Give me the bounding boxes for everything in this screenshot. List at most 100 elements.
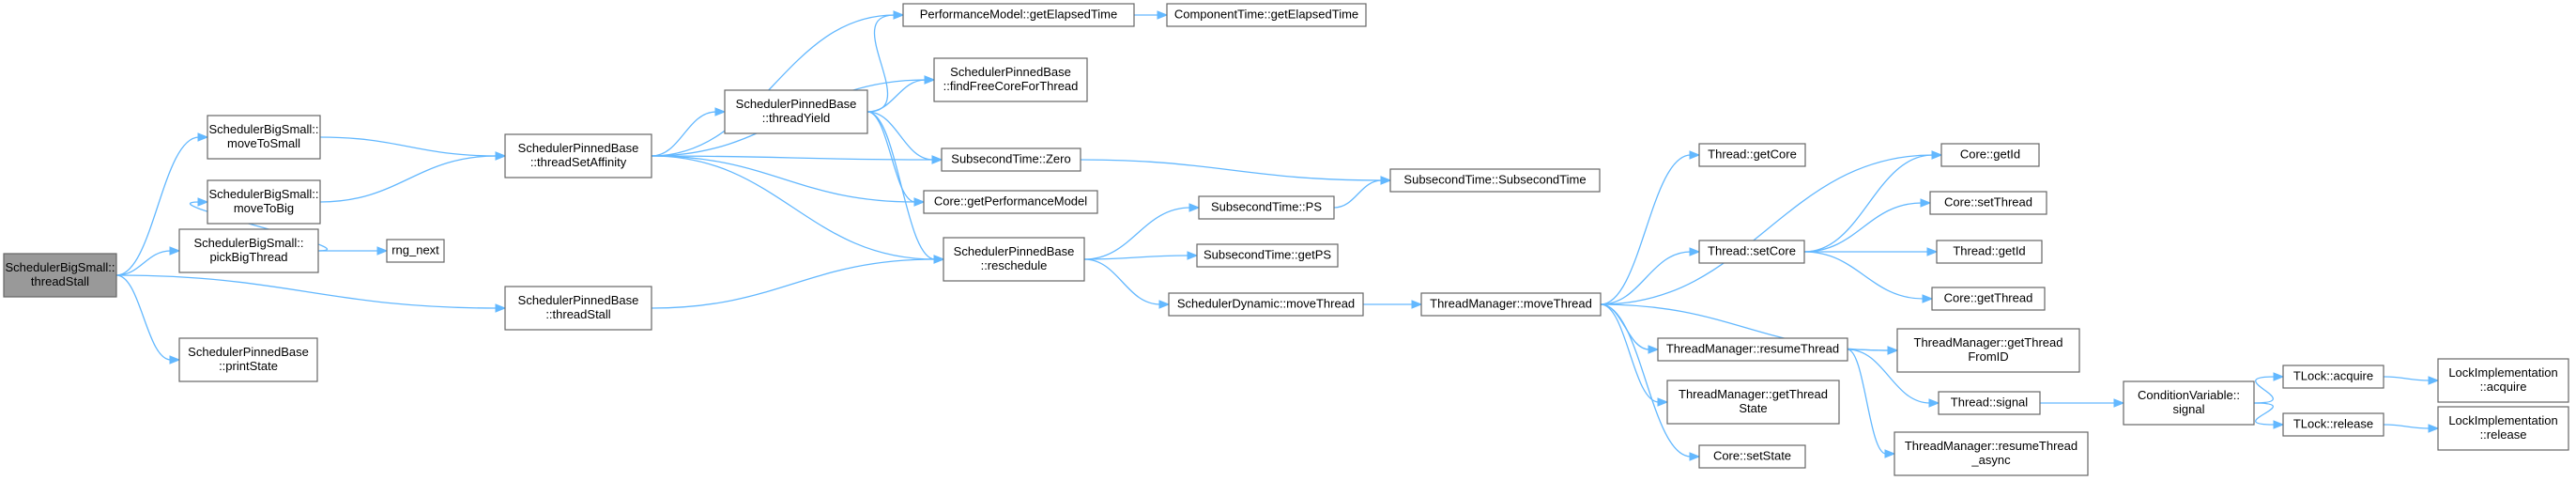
edge-arrowhead (1689, 247, 1701, 256)
node-ps[interactable]: SubsecondTime::PS (1198, 195, 1335, 220)
node-tmMoveThread[interactable]: ThreadManager::moveThread (1420, 292, 1602, 317)
node-getElapsedTime[interactable]: PerformanceModel::getElapsedTime (902, 3, 1135, 27)
node-findFreeCore[interactable]: SchedulerPinnedBase::findFreeCoreForThre… (933, 57, 1088, 102)
edge-resumeThread-to-resumeAsync (1847, 349, 1887, 455)
edge-arrowhead (495, 151, 507, 161)
node-zero[interactable]: SubsecondTime::Zero (941, 147, 1081, 172)
node-threadYield[interactable]: SchedulerPinnedBase::threadYield (724, 89, 868, 134)
node-getPerfModel[interactable]: Core::getPerformanceModel (923, 190, 1098, 214)
edge-root-to-moveToSmall (115, 136, 200, 276)
node-subsecondTime[interactable]: SubsecondTime::SubsecondTime (1389, 168, 1601, 193)
node-dynMoveThread[interactable]: SchedulerDynamic::moveThread (1168, 292, 1364, 317)
node-coreSetThread[interactable]: Core::setThread (1929, 191, 2047, 215)
node-root[interactable]: SchedulerBigSmall::threadStall (3, 253, 117, 298)
node-box (2123, 380, 2255, 426)
node-threadSetAffinity[interactable]: SchedulerPinnedBase::threadSetAffinity (504, 133, 652, 178)
edge-tmMoveThread-to-threadGetCore (1600, 154, 1692, 305)
node-label: ThreadManager::getThread (1914, 335, 2063, 349)
edge-arrowhead (931, 155, 943, 164)
edge-arrowhead (1884, 449, 1896, 458)
node-threadStallPB[interactable]: SchedulerPinnedBase::threadStall (504, 286, 652, 331)
node-box (1698, 143, 1806, 167)
node-box (1698, 240, 1805, 264)
edge-arrowhead (714, 107, 727, 116)
edge-zero-to-subsecondTime (1080, 159, 1383, 181)
node-label: PerformanceModel::getElapsedTime (920, 8, 1118, 22)
edge-arrowhead (197, 197, 209, 207)
node-box (178, 228, 319, 273)
node-rng_next[interactable]: rng_next (386, 239, 445, 263)
node-tlockAcquire[interactable]: TLock::acquire (2282, 365, 2384, 389)
edge-tmMoveThread-to-threadSetCore (1600, 251, 1692, 305)
node-label: moveToSmall (227, 136, 300, 150)
node-label: SchedulerBigSmall:: (5, 260, 115, 274)
node-threadSignal[interactable]: Thread::signal (1938, 391, 2041, 415)
node-moveToBig[interactable]: SchedulerBigSmall::moveToBig (207, 179, 321, 225)
node-coreGetId[interactable]: Core::getId (1940, 143, 2040, 167)
node-box (941, 147, 1081, 172)
node-compElapsed[interactable]: ComponentTime::getElapsedTime (1166, 3, 1367, 27)
edge-arrowhead (1158, 300, 1171, 309)
node-getPS[interactable]: SubsecondTime::getPS (1196, 243, 1339, 268)
node-label: SubsecondTime::PS (1211, 200, 1322, 214)
node-label: Thread::getCore (1708, 147, 1797, 162)
edge-threadSetAffinity-to-reschedule (651, 155, 936, 260)
edge-threadSetAffinity-to-getElapsedTime (651, 14, 896, 157)
node-label: SchedulerBigSmall:: (208, 122, 318, 136)
node-label: SubsecondTime::SubsecondTime (1403, 173, 1586, 187)
edge-tlockRelease-to-lockRelease (2383, 424, 2430, 429)
edge-arrowhead (1157, 10, 1169, 20)
node-label: SchedulerPinnedBase (736, 97, 857, 111)
node-box (1198, 195, 1335, 220)
node-threadGetId[interactable]: Thread::getId (1936, 240, 2043, 264)
node-box (933, 57, 1088, 102)
node-threadSetCore[interactable]: Thread::setCore (1698, 240, 1805, 264)
node-label: Thread::setCore (1708, 244, 1796, 258)
edge-arrowhead (2428, 376, 2440, 385)
nodes-layer: SchedulerBigSmall::threadStallSchedulerB… (3, 3, 2569, 476)
node-label: Thread::getId (1953, 244, 2025, 258)
node-box (1168, 292, 1364, 317)
edge-arrowhead (169, 246, 181, 256)
node-resumeThread[interactable]: ThreadManager::resumeThread (1657, 337, 1848, 362)
node-reschedule[interactable]: SchedulerPinnedBase::reschedule (943, 237, 1085, 282)
node-label: State (1739, 401, 1767, 415)
edge-threadSetAffinity-to-getPerfModel (651, 155, 916, 203)
node-label: SubsecondTime::Zero (951, 152, 1070, 166)
node-condSignal[interactable]: ConditionVariable::signal (2123, 380, 2255, 426)
node-moveToSmall[interactable]: SchedulerBigSmall::moveToSmall (207, 115, 321, 160)
edge-threadSetCore-to-coreGetThread (1803, 251, 1924, 300)
node-pickBigThread[interactable]: SchedulerBigSmall::pickBigThread (178, 228, 319, 273)
edge-arrowhead (1926, 247, 1939, 256)
node-label: SchedulerPinnedBase (518, 141, 639, 155)
node-resumeAsync[interactable]: ThreadManager::resumeThread_async (1894, 431, 2089, 476)
edge-ps-to-subsecondTime (1333, 179, 1383, 209)
node-threadGetCore[interactable]: Thread::getCore (1698, 143, 1806, 167)
edge-threadYield-to-findFreeCore (866, 79, 927, 113)
node-label: Core::getThread (1944, 291, 2033, 305)
node-label: FromID (1968, 349, 2008, 364)
edge-arrowhead (893, 10, 905, 20)
edge-threadSetCore-to-coreGetId (1803, 154, 1934, 253)
node-box (386, 239, 445, 263)
node-coreGetThread[interactable]: Core::getThread (1931, 287, 2046, 311)
node-box (3, 253, 117, 298)
edges-layer (115, 10, 2440, 461)
node-lockAcquire[interactable]: LockImplementation::acquire (2437, 358, 2569, 403)
edge-arrowhead (2428, 424, 2440, 433)
node-label: TLock::acquire (2293, 369, 2373, 383)
node-printState[interactable]: SchedulerPinnedBase::printState (178, 337, 318, 382)
edge-threadYield-to-reschedule (866, 111, 936, 260)
node-label: Core::getPerformanceModel (934, 194, 1087, 209)
node-label: Core::setState (1713, 449, 1791, 463)
node-lockRelease[interactable]: LockImplementation::release (2437, 406, 2569, 451)
edge-arrowhead (376, 246, 389, 256)
node-label: ::threadYield (762, 111, 831, 125)
node-box (1196, 243, 1339, 268)
node-coreSetState[interactable]: Core::setState (1698, 444, 1806, 469)
edge-arrowhead (1187, 251, 1199, 260)
node-tlockRelease[interactable]: TLock::release (2282, 412, 2384, 437)
